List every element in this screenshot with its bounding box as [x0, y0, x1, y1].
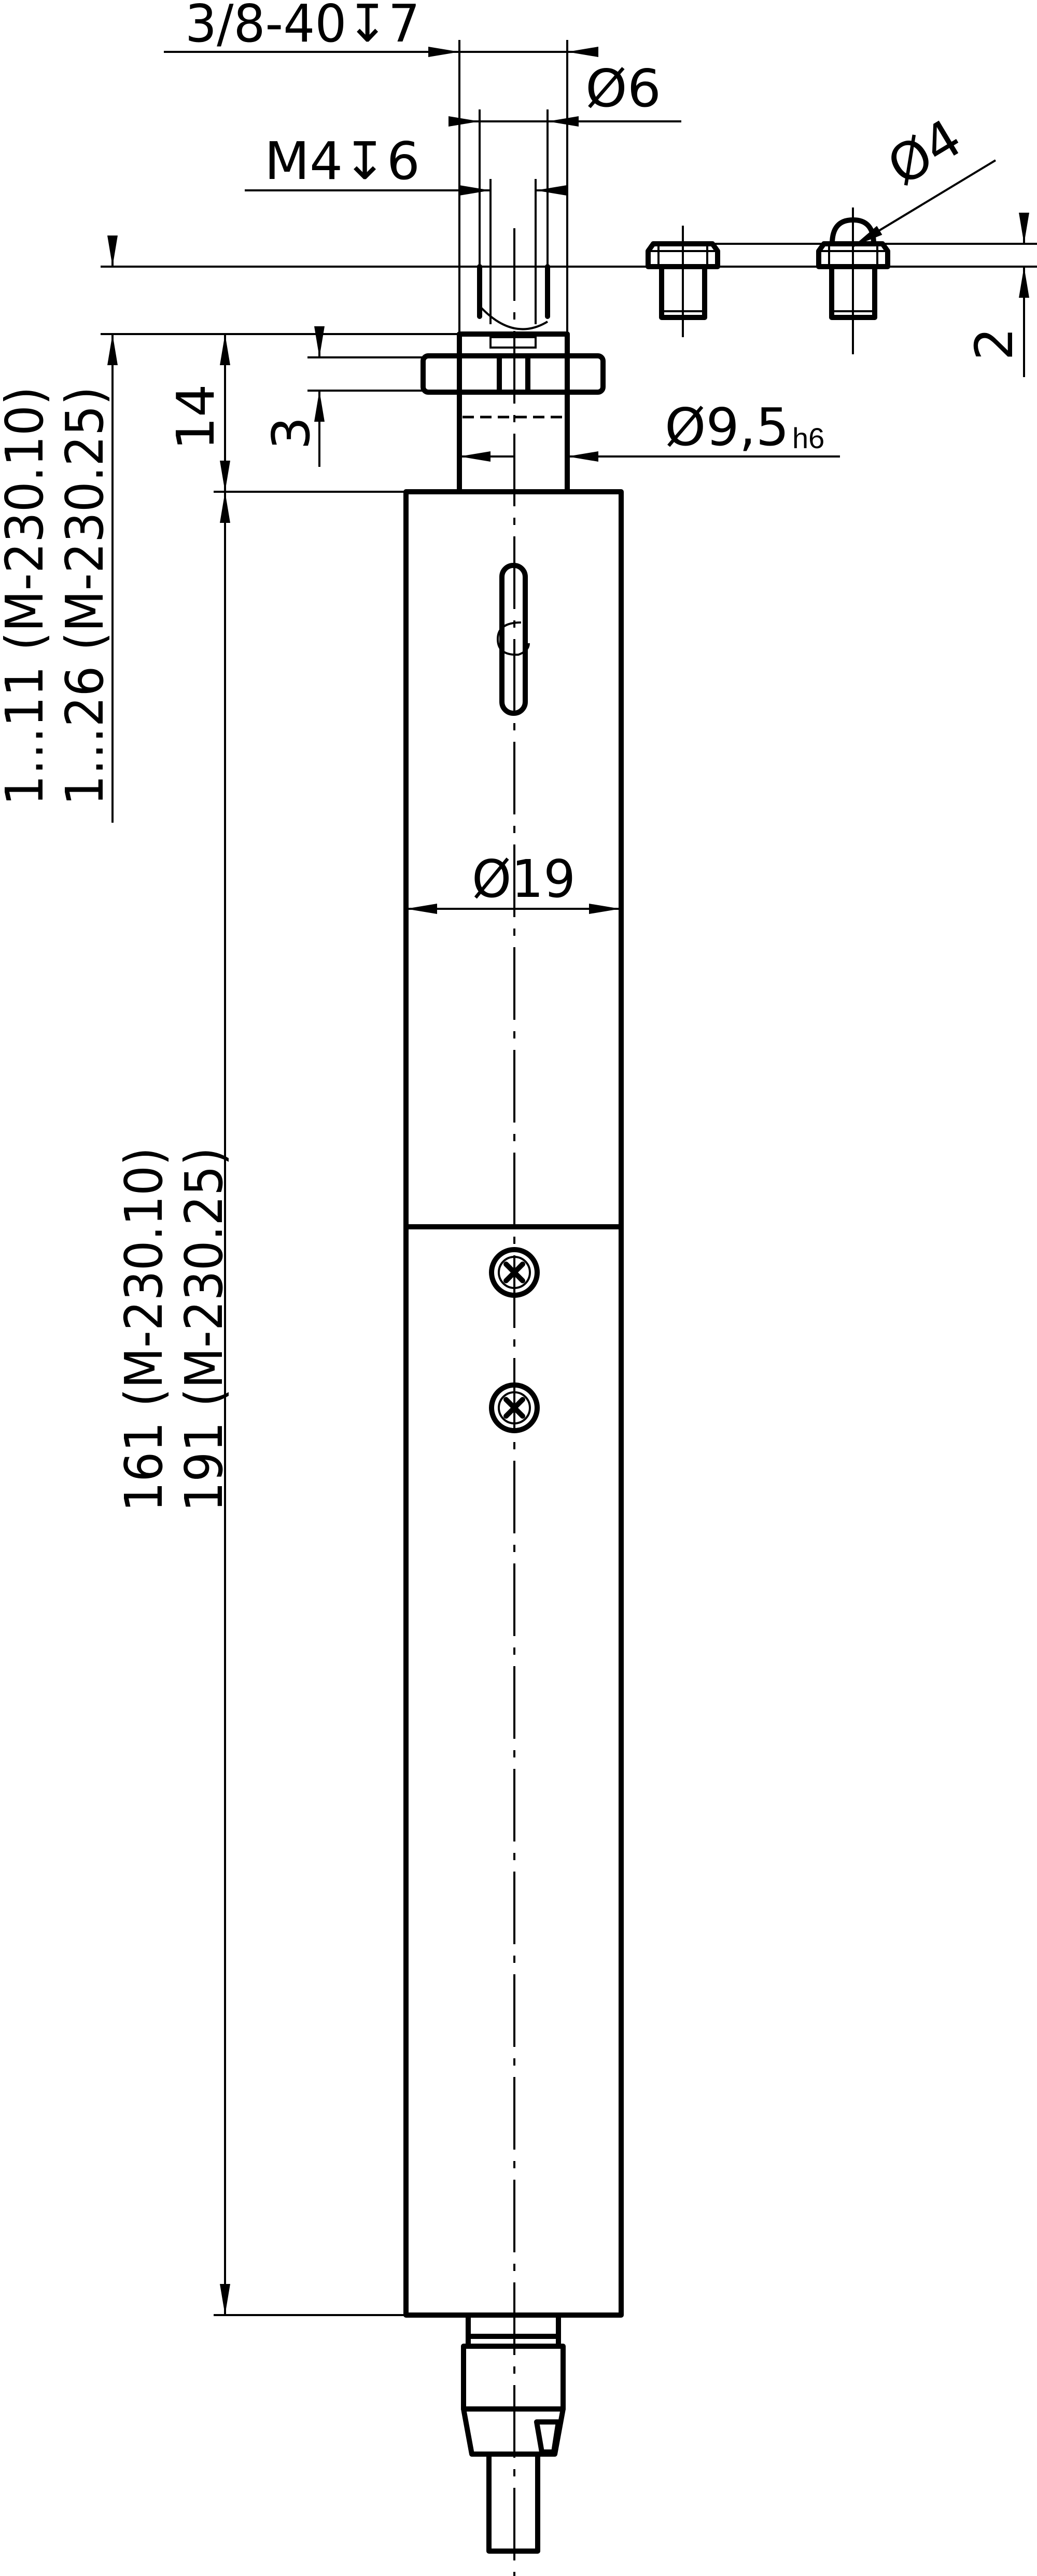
length-short-label: 161 (M-230.10): [114, 1147, 174, 1512]
hex-nut: [421, 353, 606, 395]
length-long-label: 191 (M-230.25): [174, 1147, 234, 1512]
cable: [486, 2452, 540, 2554]
shaft-diameter-label: Ø9,5: [665, 397, 789, 458]
tip-diameter-label: Ø6: [585, 58, 661, 119]
slot: [499, 563, 528, 716]
travel-long-label: 1…26 (M-230.25): [54, 386, 115, 806]
body-diameter-label: Ø19: [472, 849, 576, 909]
flat-tip-screw: [646, 226, 720, 337]
pin-mark: [496, 621, 530, 656]
cable-connector: [461, 2312, 566, 2554]
shaft-length-label: 14: [165, 384, 226, 450]
tip-offset-label: 2: [964, 327, 1025, 361]
housing-screw-2: [489, 1382, 540, 1433]
ball-tip-screw: [816, 207, 890, 354]
nut-height-label: 3: [261, 417, 321, 450]
dimension-lines: [101, 47, 1029, 2316]
shaft-tolerance-label: h6: [792, 422, 824, 454]
travel-short-label: 1…11 (M-230.10): [0, 386, 55, 806]
housing-screw-1: [489, 1247, 540, 1298]
thread-inner-label: M4↧6: [264, 131, 420, 191]
thread-outer-label: 3/8-40↧7: [185, 0, 420, 54]
tip: [477, 179, 550, 330]
